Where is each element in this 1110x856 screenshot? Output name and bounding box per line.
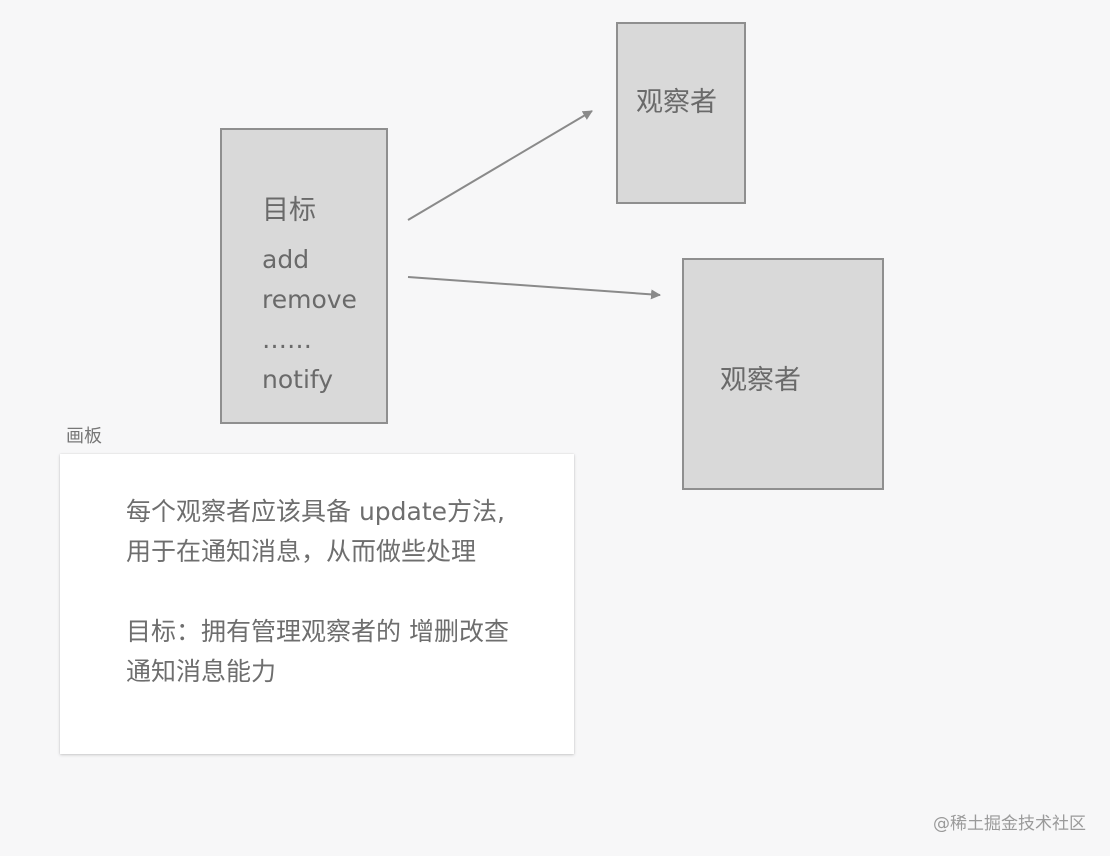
observer-1-title: 观察者 <box>636 87 717 118</box>
observer-box-2: 观察者 <box>682 258 884 490</box>
target-method-list: add remove …… notify <box>262 240 357 400</box>
note-line: 用于在通知消息，从而做些处理 <box>126 537 477 566</box>
note-line: 目标：拥有管理观察者的 增删改查 <box>126 617 509 646</box>
observer-2-title: 观察者 <box>720 365 801 396</box>
note-paragraph-target: 目标：拥有管理观察者的 增删改查 通知消息能力 <box>126 612 566 692</box>
observer-box-1: 观察者 <box>616 22 746 204</box>
note-card[interactable]: 每个观察者应该具备 update方法, 用于在通知消息，从而做些处理 目标：拥有… <box>60 454 574 754</box>
note-line: 通知消息能力 <box>126 657 277 686</box>
target-box: 目标 add remove …… notify <box>220 128 388 424</box>
arrow-to-observer-2 <box>407 276 661 300</box>
note-paragraph-observer: 每个观察者应该具备 update方法, 用于在通知消息，从而做些处理 <box>126 492 566 572</box>
watermark: @稀土掘金技术社区 <box>933 814 1086 834</box>
method-notify: notify <box>262 365 334 394</box>
note-line: 每个观察者应该具备 update方法, <box>126 497 505 526</box>
method-ellipsis: …… <box>262 325 312 354</box>
method-add: add <box>262 245 310 274</box>
canvas-label: 画板 <box>66 426 102 447</box>
method-remove: remove <box>262 285 357 314</box>
arrow-to-observer-1 <box>407 110 593 221</box>
target-title: 目标 <box>262 195 316 226</box>
